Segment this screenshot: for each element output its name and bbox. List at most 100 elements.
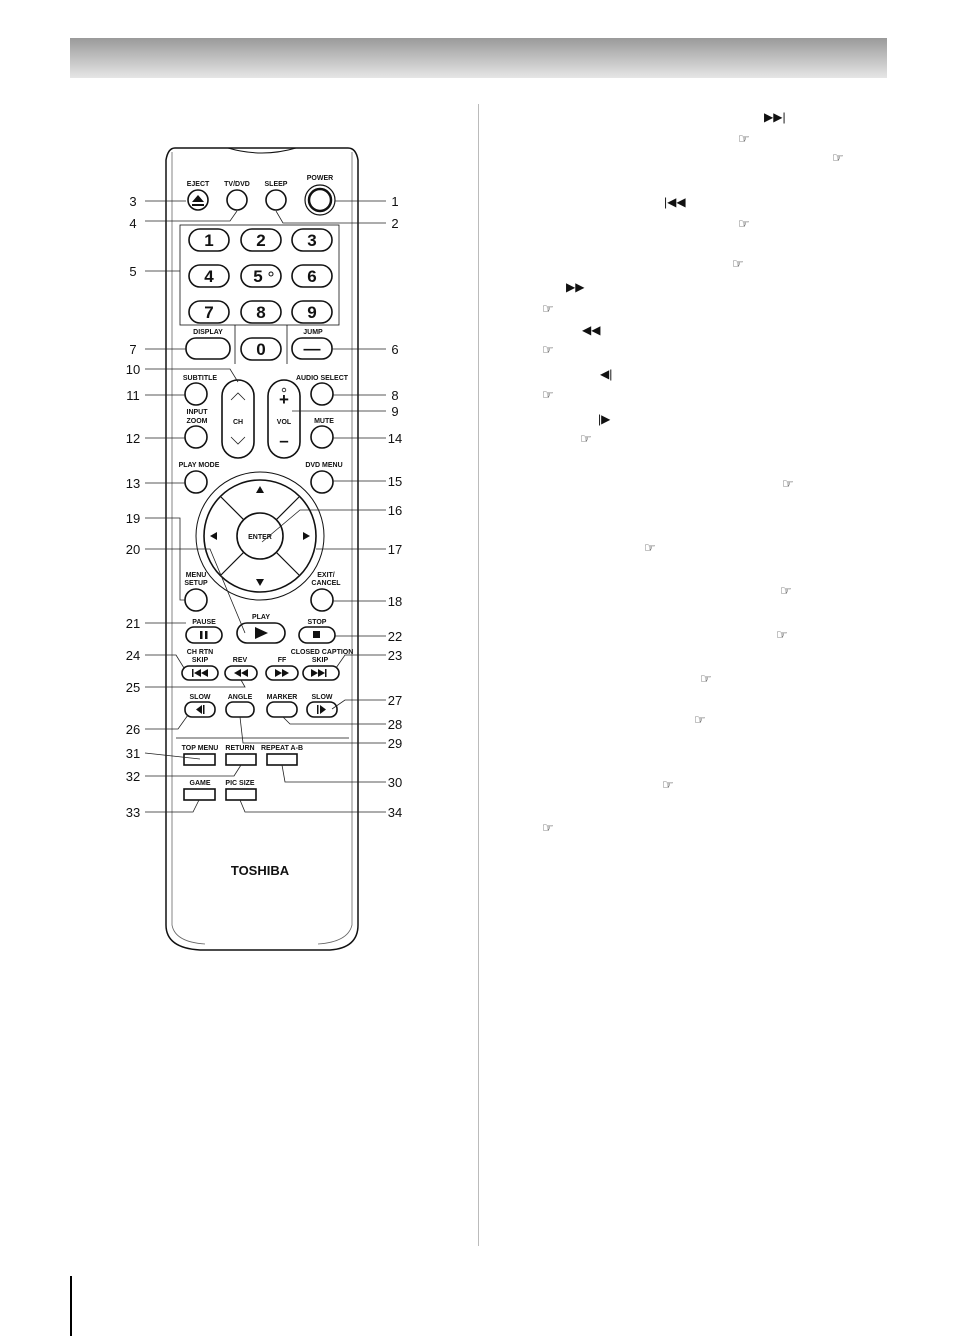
slow-fwd-label: SLOW [312, 694, 333, 701]
digit-3-label: 3 [307, 231, 316, 250]
audio-select-label: AUDIO SELECT [296, 375, 349, 382]
callout-31: 31 [126, 746, 140, 761]
exit-cancel-button[interactable] [310, 588, 334, 612]
digit-9-button[interactable] [291, 300, 333, 324]
ch-up-icon [230, 392, 246, 401]
marker-label: MARKER [267, 694, 298, 701]
vol-rocker[interactable] [267, 379, 301, 459]
eject-label: EJECT [187, 181, 210, 188]
digit-3-button[interactable] [291, 228, 333, 252]
eject-icon [192, 195, 204, 206]
digit-pad: 1 2 3 4 5 6 7 8 9 [188, 228, 333, 324]
game-label: GAME [190, 780, 211, 787]
digit-8-button[interactable] [240, 300, 282, 324]
display-label: DISPLAY [193, 329, 223, 336]
reference-icon: ☞ [738, 132, 750, 147]
callout-33: 33 [126, 805, 140, 820]
pause-icon [200, 631, 208, 639]
reference-icon: ☞ [732, 257, 744, 272]
reference-icon: ☞ [782, 477, 794, 492]
callout-1: 1 [391, 194, 398, 209]
subtitle-button[interactable] [184, 382, 208, 406]
pic-size-label: PIC SIZE [225, 780, 255, 787]
callout-30: 30 [388, 775, 402, 790]
skip-forward-icon: ▶▶| [764, 110, 786, 124]
callout-21: 21 [126, 616, 140, 631]
digit-2-button[interactable] [240, 228, 282, 252]
repeat-ab-button[interactable] [266, 753, 298, 766]
top-menu-button[interactable] [183, 753, 216, 766]
power-label: POWER [307, 175, 333, 182]
down-arrow-icon [256, 579, 264, 586]
angle-button[interactable] [225, 701, 255, 718]
vol-minus: – [279, 431, 288, 450]
digit-2-label: 2 [256, 231, 265, 250]
callout-22: 22 [388, 629, 402, 644]
slow-forward-icon: |▶ [598, 412, 611, 426]
ch-down-icon [230, 436, 246, 445]
callout-25: 25 [126, 680, 140, 695]
digit-6-button[interactable] [291, 264, 333, 288]
audio-select-button[interactable] [310, 382, 334, 406]
input-zoom-button[interactable] [184, 425, 208, 449]
cancel-label: CANCEL [311, 580, 341, 587]
top-menu-label: TOP MENU [182, 745, 219, 752]
jump-symbol: — [304, 339, 321, 358]
dpad-ring [195, 471, 325, 601]
digit-9-label: 9 [307, 303, 316, 322]
reference-icon: ☞ [542, 302, 554, 317]
stop-label: STOP [308, 619, 327, 626]
play-mode-button[interactable] [184, 470, 208, 494]
callout-29: 29 [388, 736, 402, 751]
skip-back-icon: |◀◀ [664, 195, 686, 209]
tactile-dot-icon [281, 387, 287, 393]
tvdvd-button[interactable] [226, 189, 248, 211]
callout-numbers: 1 2 3 4 5 6 7 8 9 10 11 12 13 14 15 16 1… [126, 194, 402, 820]
sleep-button[interactable] [265, 189, 287, 211]
mute-button[interactable] [310, 425, 334, 449]
digit-5-button[interactable] [240, 264, 282, 288]
callout-6: 6 [391, 342, 398, 357]
dvd-menu-button[interactable] [310, 470, 334, 494]
marker-button[interactable] [266, 701, 298, 718]
callout-24: 24 [126, 648, 140, 663]
reference-icon: ☞ [700, 672, 712, 687]
callout-15: 15 [388, 474, 402, 489]
reference-icon: ☞ [832, 151, 844, 166]
stop-icon [313, 631, 320, 638]
digit-0-button[interactable] [240, 337, 282, 361]
callout-13: 13 [126, 476, 140, 491]
enter-button[interactable] [236, 512, 284, 560]
mute-label: MUTE [314, 418, 334, 425]
digit-4-button[interactable] [188, 264, 230, 288]
ch-rocker[interactable] [221, 379, 255, 459]
sleep-label: SLEEP [265, 181, 288, 188]
menu-setup-button[interactable] [184, 588, 208, 612]
game-button[interactable] [183, 788, 216, 801]
pause-button[interactable] [185, 626, 223, 644]
callout-26: 26 [126, 722, 140, 737]
digit-7-button[interactable] [188, 300, 230, 324]
ff-label: FF [278, 657, 287, 664]
callout-4: 4 [129, 216, 136, 231]
callout-7: 7 [129, 342, 136, 357]
display-button[interactable] [185, 337, 231, 360]
digit-4-label: 4 [204, 267, 214, 286]
callout-19: 19 [126, 511, 140, 526]
reference-icon: ☞ [542, 388, 554, 403]
enter-label: ENTER [248, 534, 272, 541]
play-mode-label: PLAY MODE [179, 462, 220, 469]
digit-1-button[interactable] [188, 228, 230, 252]
rewind-icon [234, 669, 248, 677]
callout-8: 8 [391, 388, 398, 403]
jump-button[interactable] [291, 337, 333, 360]
skip-fwd-icon [311, 669, 327, 677]
return-button[interactable] [225, 753, 257, 766]
callout-18: 18 [388, 594, 402, 609]
repeat-ab-label: REPEAT A-B [261, 745, 303, 752]
rev-label: REV [233, 657, 248, 664]
callout-34: 34 [388, 805, 402, 820]
pic-size-button[interactable] [225, 788, 257, 801]
vol-plus: + [279, 390, 289, 409]
